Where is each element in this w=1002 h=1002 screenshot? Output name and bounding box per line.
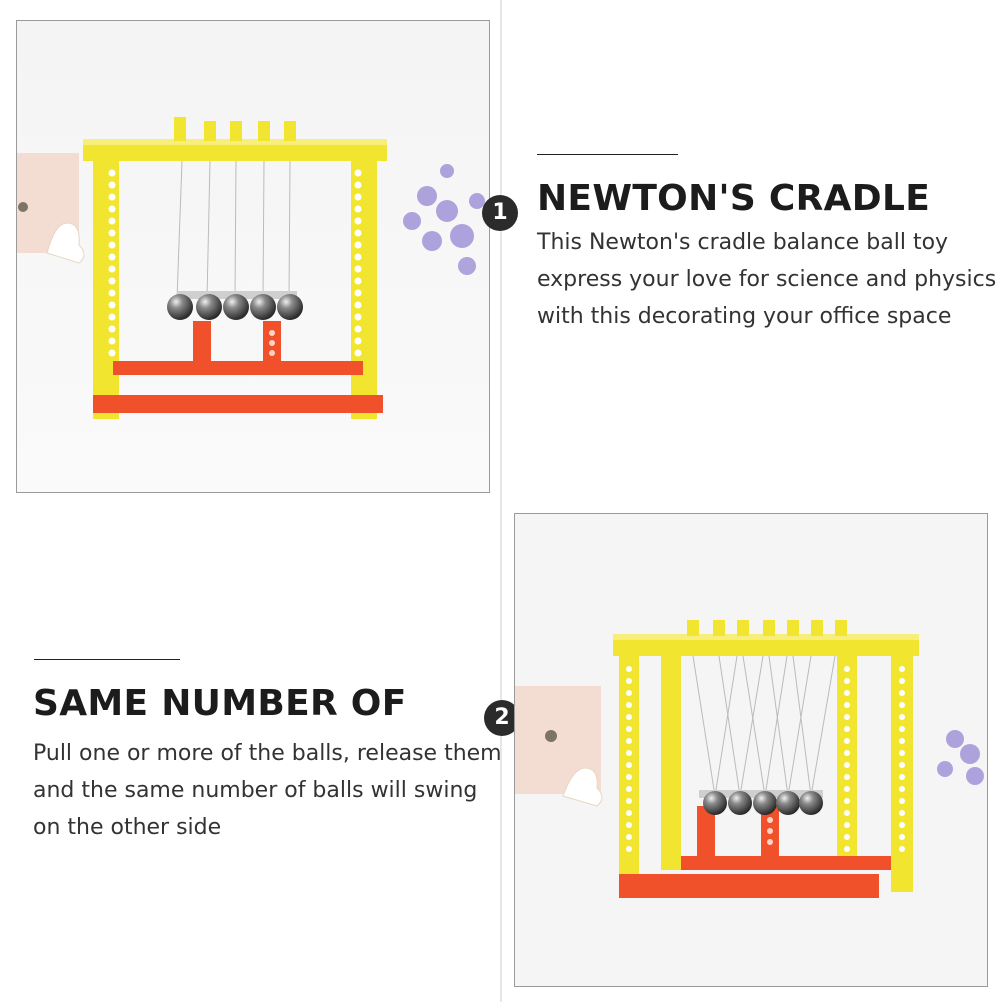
product-photo-front bbox=[16, 20, 490, 493]
section2-title: SAME NUMBER OF bbox=[33, 683, 407, 724]
center-divider bbox=[500, 0, 502, 1002]
section2-line: on the other side bbox=[33, 815, 222, 840]
product-photo-swinging bbox=[514, 513, 988, 987]
section1-line: express your love for science and physic… bbox=[537, 267, 997, 292]
section1-line: with this decorating your office space bbox=[537, 304, 952, 329]
section2-line: and the same number of balls will swing bbox=[33, 778, 478, 803]
section1-line: This Newton's cradle balance ball toy bbox=[537, 230, 949, 255]
section2-line: Pull one or more of the balls, release t… bbox=[33, 741, 502, 766]
section1-title: NEWTON'S CRADLE bbox=[537, 178, 931, 219]
section1-rule bbox=[537, 154, 678, 155]
section2-description: Pull one or more of the balls, release t… bbox=[33, 735, 503, 846]
section1-description: This Newton's cradle balance ball toy ex… bbox=[537, 224, 997, 335]
section2-rule bbox=[34, 659, 180, 660]
section1-number-badge: 1 bbox=[482, 195, 518, 231]
